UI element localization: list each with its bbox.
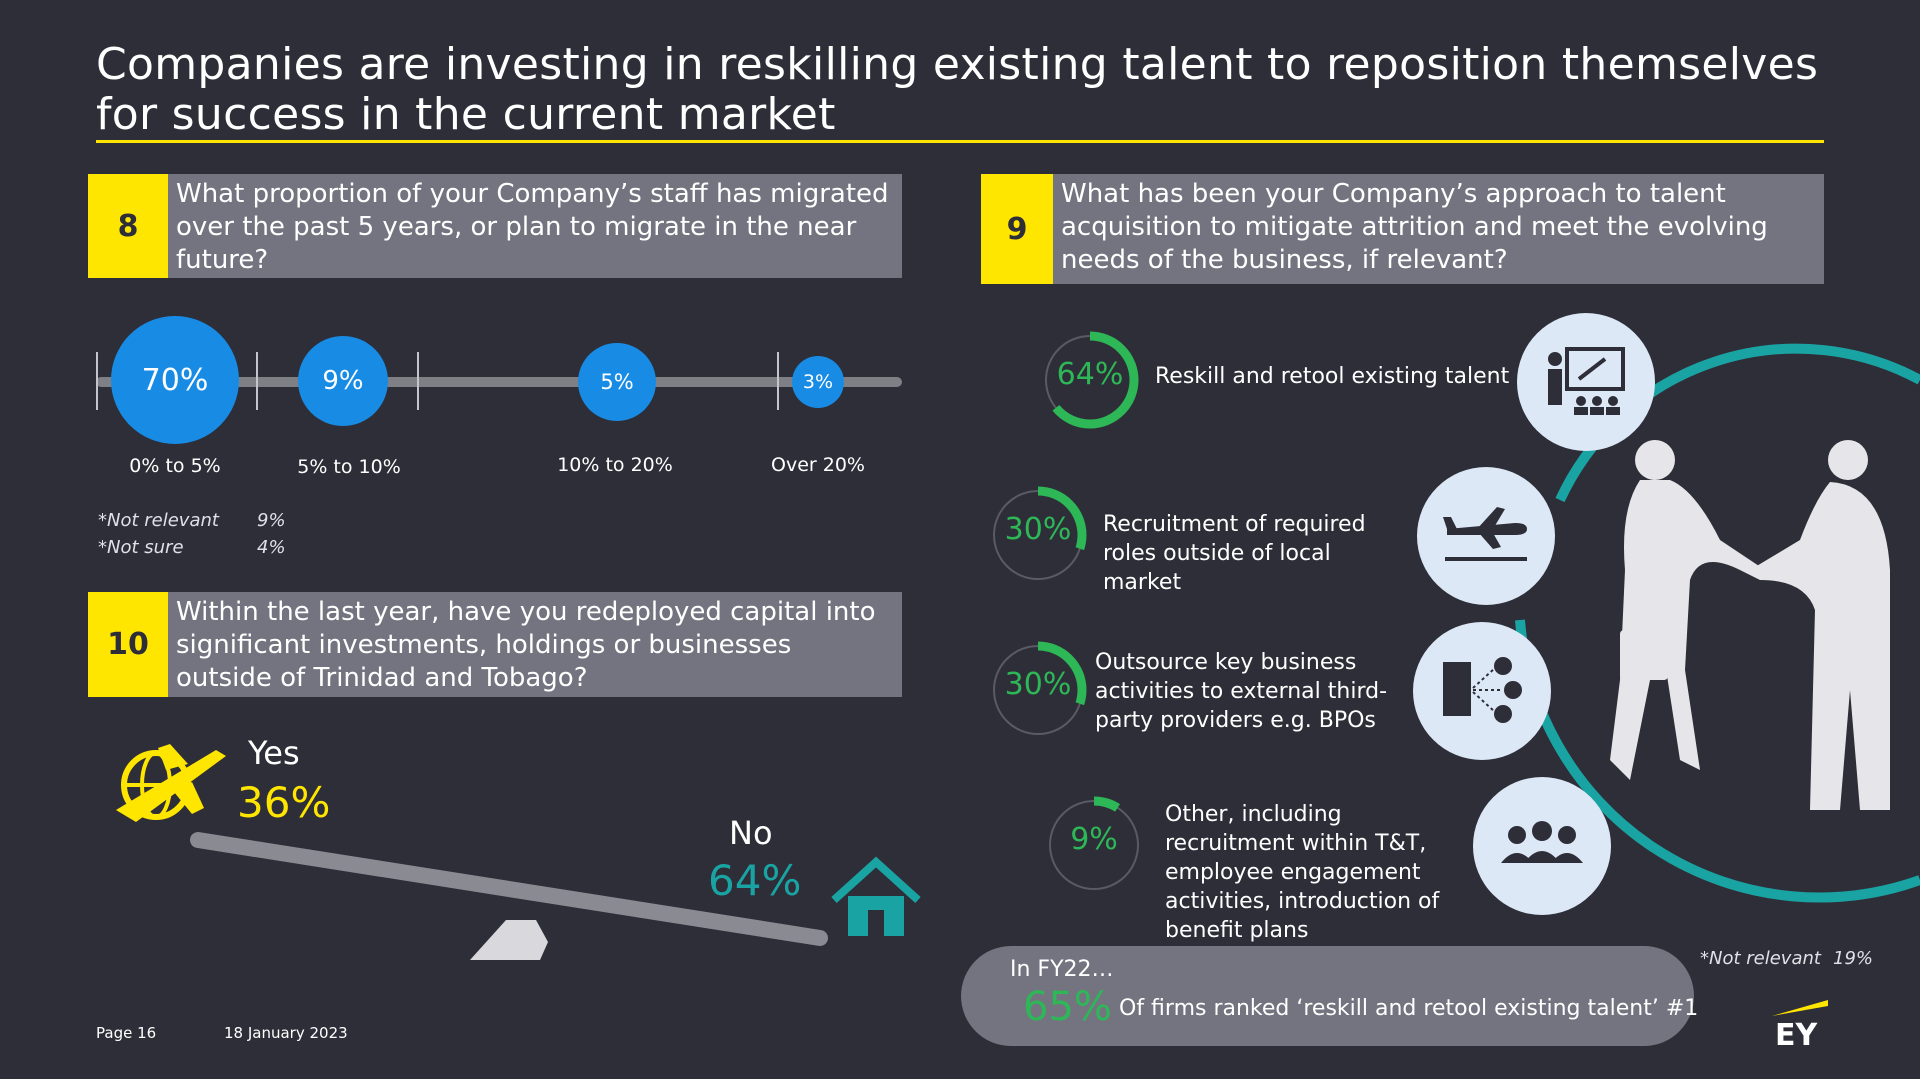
question-8-text: What proportion of your Company’s staff … xyxy=(168,174,902,278)
ring-chart-recruitment xyxy=(989,486,1087,584)
page-number: Page 16 xyxy=(96,1024,157,1042)
ring-chart-outsource xyxy=(989,641,1087,739)
fy22-value: 65% xyxy=(1023,984,1112,1030)
ring-value-reskill: 64% xyxy=(1056,357,1124,392)
q9-not-relevant-value: 19% xyxy=(1833,948,1874,969)
question-8-number: 8 xyxy=(88,174,168,278)
handshake-silhouette xyxy=(1610,440,1890,810)
no-value: 64% xyxy=(708,856,802,905)
ring-value-other: 9% xyxy=(1070,822,1118,857)
no-label: No xyxy=(729,814,773,852)
bubble-axis-line xyxy=(96,377,902,387)
note-not-sure-value: 4% xyxy=(257,537,286,558)
fy22-callout xyxy=(961,946,1694,1046)
yes-label: Yes xyxy=(248,734,300,772)
house-icon xyxy=(831,856,921,936)
note-not-relevant-label: *Not relevant xyxy=(98,510,219,531)
axis-tick xyxy=(417,352,419,410)
ring-chart-other xyxy=(1045,796,1143,894)
presentation-icon xyxy=(1517,313,1655,451)
axis-tick xyxy=(96,352,98,410)
airplane-icon xyxy=(1417,467,1555,605)
fy22-prefix: In FY22… xyxy=(1010,957,1114,982)
ring-progress xyxy=(989,486,1087,584)
ring-progress xyxy=(1041,331,1139,429)
question-9-text: What has been your Company’s approach to… xyxy=(1053,174,1824,284)
option-reskill-label: Reskill and retool existing talent xyxy=(1155,364,1510,389)
question-9-number: 9 xyxy=(981,174,1053,284)
axis-tick xyxy=(256,352,258,410)
option-outsource-label: Outsource key business activities to ext… xyxy=(1095,650,1388,733)
option-other-label: Other, including recruitment within T&T,… xyxy=(1165,802,1440,943)
team-icon xyxy=(1473,777,1611,915)
seesaw-graphic xyxy=(190,832,828,960)
note-not-relevant-value: 9% xyxy=(257,510,286,531)
bubble-over-20: 3% xyxy=(792,356,844,408)
question-10-text: Within the last year, have you redeploye… xyxy=(168,592,902,697)
page-title: Companies are investing in reskilling ex… xyxy=(96,39,1819,140)
ring-value-outsource: 30% xyxy=(1004,667,1072,702)
category-label: 5% to 10% xyxy=(297,456,401,478)
bubble-5-10: 9% xyxy=(298,336,388,426)
ring-progress xyxy=(989,641,1087,739)
ring-progress xyxy=(1045,796,1143,894)
category-label: 0% to 5% xyxy=(129,455,221,477)
category-label: 10% to 20% xyxy=(557,454,673,476)
footer-date: 18 January 2023 xyxy=(224,1024,348,1042)
bubble-10-20: 5% xyxy=(578,343,656,421)
q9-not-relevant-label: *Not relevant xyxy=(1700,948,1821,969)
globe-airplane-icon xyxy=(116,744,226,822)
title-underline xyxy=(96,140,1824,143)
outsourcing-icon xyxy=(1413,622,1551,760)
category-label: Over 20% xyxy=(771,454,865,476)
ring-chart-reskill xyxy=(1041,331,1139,429)
axis-tick xyxy=(777,352,779,410)
ey-logo: EY xyxy=(1775,1018,1818,1053)
yes-value: 36% xyxy=(237,778,331,827)
option-recruitment-label: Recruitment of required roles outside of… xyxy=(1103,512,1366,595)
ring-value-recruitment: 30% xyxy=(1004,512,1072,547)
question-10-number: 10 xyxy=(88,592,168,697)
note-not-sure-label: *Not sure xyxy=(98,537,184,558)
fy22-text: Of firms ranked ‘reskill and retool exis… xyxy=(1119,996,1699,1021)
bubble-0-5: 70% xyxy=(111,316,239,444)
ey-logo-icon xyxy=(1772,1000,1828,1016)
